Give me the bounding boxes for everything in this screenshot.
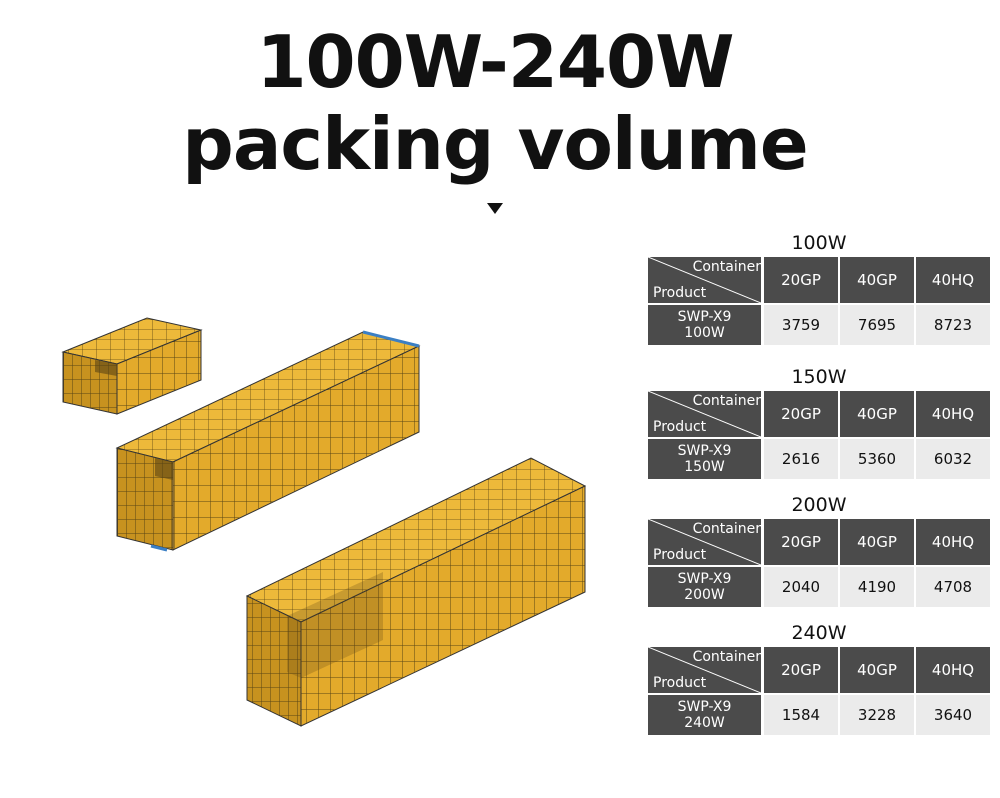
table-corner-header: Container Product xyxy=(648,519,761,565)
packing-table-150w: 150W Container Product 20GP 40GP 40HQ SW… xyxy=(648,366,990,482)
value-20gp: 3759 xyxy=(764,305,838,345)
column-header-40gp: 40GP xyxy=(840,257,914,303)
product-model: SWP-X9 xyxy=(677,571,732,587)
container-40hq-illustration xyxy=(245,457,587,727)
value-40hq: 8723 xyxy=(916,305,990,345)
column-header-40hq: 40HQ xyxy=(916,519,990,565)
page-title-line-1: 100W-240W xyxy=(256,20,734,104)
product-model: SWP-X9 xyxy=(677,443,732,459)
table-corner-header: Container Product xyxy=(648,391,761,437)
column-header-20gp: 20GP xyxy=(764,391,838,437)
table-corner-header: Container Product xyxy=(648,647,761,693)
value-40gp: 4190 xyxy=(840,567,914,607)
diagonal-divider xyxy=(648,391,761,437)
column-header-20gp: 20GP xyxy=(764,519,838,565)
product-label: Product xyxy=(653,675,707,691)
product-model: SWP-X9 xyxy=(677,309,732,325)
value-40hq: 4708 xyxy=(916,567,990,607)
value-40gp: 7695 xyxy=(840,305,914,345)
column-header-40gp: 40GP xyxy=(840,391,914,437)
value-40hq: 6032 xyxy=(916,439,990,479)
diagonal-divider xyxy=(648,647,761,693)
product-cell: SWP-X9 150W xyxy=(648,439,761,479)
product-wattage: 200W xyxy=(684,587,725,603)
diagonal-divider xyxy=(648,257,761,303)
container-20gp-illustration xyxy=(61,317,203,415)
table-corner-header: Container Product xyxy=(648,257,761,303)
column-header-40gp: 40GP xyxy=(840,519,914,565)
value-40hq: 3640 xyxy=(916,695,990,735)
column-header-40hq: 40HQ xyxy=(916,647,990,693)
container-label: Container xyxy=(692,521,761,537)
diagonal-divider xyxy=(648,519,761,565)
packing-table-200w: 200W Container Product 20GP 40GP 40HQ SW… xyxy=(648,494,990,610)
value-40gp: 5360 xyxy=(840,439,914,479)
value-20gp: 2040 xyxy=(764,567,838,607)
product-cell: SWP-X9 200W xyxy=(648,567,761,607)
page-title-line-2: packing volume xyxy=(182,102,808,186)
product-wattage: 100W xyxy=(684,325,725,341)
container-label: Container xyxy=(692,259,761,275)
value-40gp: 3228 xyxy=(840,695,914,735)
container-label: Container xyxy=(692,649,761,665)
product-model: SWP-X9 xyxy=(677,699,732,715)
packing-table-100w: 100W Container Product 20GP 40GP 40HQ SW… xyxy=(648,232,990,348)
product-cell: SWP-X9 240W xyxy=(648,695,761,735)
table-title: 240W xyxy=(791,622,847,644)
product-label: Product xyxy=(653,547,707,563)
table-title: 200W xyxy=(791,494,847,516)
product-wattage: 150W xyxy=(684,459,725,475)
column-header-40gp: 40GP xyxy=(840,647,914,693)
column-header-40hq: 40HQ xyxy=(916,391,990,437)
triangle-down-icon xyxy=(487,203,503,214)
value-20gp: 2616 xyxy=(764,439,838,479)
stacked-shipping-containers-illustration xyxy=(61,317,587,727)
product-label: Product xyxy=(653,285,707,301)
packing-table-240w: 240W Container Product 20GP 40GP 40HQ SW… xyxy=(648,622,990,738)
product-label: Product xyxy=(653,419,707,435)
product-wattage: 240W xyxy=(684,715,725,731)
column-header-20gp: 20GP xyxy=(764,647,838,693)
container-40gp-illustration xyxy=(115,330,421,552)
column-header-20gp: 20GP xyxy=(764,257,838,303)
container-label: Container xyxy=(692,393,761,409)
table-title: 100W xyxy=(791,232,847,254)
value-20gp: 1584 xyxy=(764,695,838,735)
table-title: 150W xyxy=(791,366,847,388)
column-header-40hq: 40HQ xyxy=(916,257,990,303)
product-cell: SWP-X9 100W xyxy=(648,305,761,345)
